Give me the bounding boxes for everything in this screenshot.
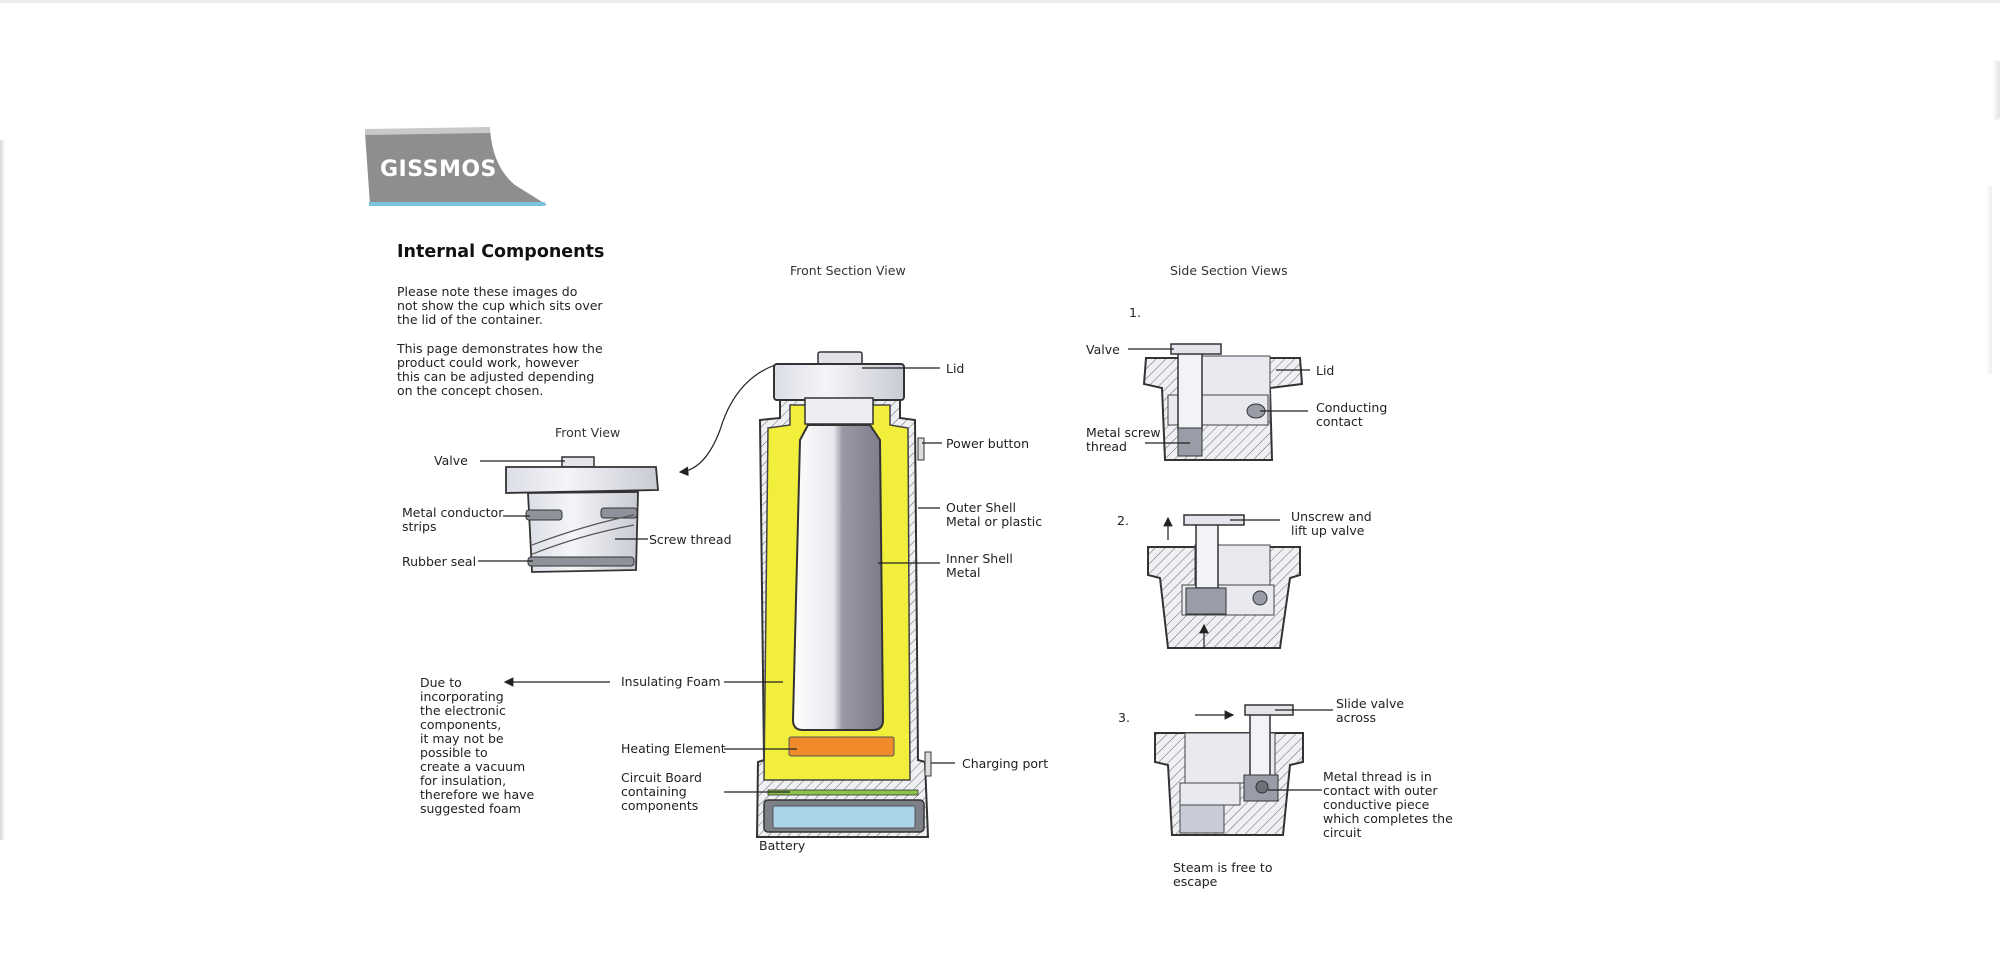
front-view-lid-drawing	[478, 364, 776, 573]
label-step3-contact: Metal thread is in contact with outer co…	[1323, 769, 1453, 840]
label-charging-port: Charging port	[962, 756, 1049, 771]
page-heading: Internal Components	[397, 242, 605, 262]
label-rubber-seal: Rubber seal	[402, 554, 477, 569]
label-step1-lid: Lid	[1316, 363, 1335, 378]
front-section-flask-drawing	[503, 351, 955, 838]
label-lid: Lid	[946, 361, 965, 376]
front-view-title: Front View	[555, 425, 621, 440]
brand-name: GISSMOS	[380, 157, 497, 182]
label-power-button: Power button	[946, 436, 1029, 451]
step-1-number: 1.	[1129, 305, 1141, 320]
side-section-title: Side Section Views	[1170, 263, 1288, 278]
label-front-valve: Valve	[434, 453, 468, 468]
intro-note-concept: This page demonstrates how the product c…	[397, 341, 603, 398]
label-step2-action: Unscrew and lift up valve	[1291, 509, 1372, 538]
step-2-number: 2.	[1117, 513, 1129, 528]
label-step3-steam: Steam is free to escape	[1173, 860, 1273, 889]
page-right-edge-shadow	[1986, 185, 1992, 375]
label-insulating-foam: Insulating Foam	[621, 674, 721, 689]
brand-banner	[365, 127, 547, 206]
foam-explanation-note: Due to incorporating the electronic comp…	[420, 675, 535, 816]
label-step3-action: Slide valve across	[1336, 696, 1405, 725]
label-step1-contact: Conducting contact	[1316, 400, 1388, 429]
label-heating-element: Heating Element	[621, 741, 726, 756]
label-battery: Battery	[759, 838, 806, 853]
label-screw-thread: Screw thread	[649, 532, 732, 547]
label-conductor-strips: Metal conductor strips	[402, 505, 504, 534]
side-section-2-drawing	[1147, 514, 1301, 649]
page-right-edge	[1992, 60, 2000, 120]
front-section-title: Front Section View	[790, 263, 906, 278]
page-top-border	[0, 0, 2000, 3]
side-section-3-drawing	[1154, 704, 1333, 836]
label-step1-valve: Valve	[1086, 342, 1120, 357]
step-3-number: 3.	[1118, 710, 1130, 725]
page-left-edge	[0, 140, 5, 840]
label-inner-shell: Inner Shell Metal	[946, 551, 1013, 580]
intro-note-cup: Please note these images do not show the…	[397, 284, 603, 327]
side-section-1-drawing	[1128, 343, 1310, 461]
label-step1-thread: Metal screw thread	[1086, 425, 1161, 454]
label-circuit-board: Circuit Board containing components	[621, 770, 702, 813]
label-outer-shell: Outer Shell Metal or plastic	[946, 500, 1043, 529]
